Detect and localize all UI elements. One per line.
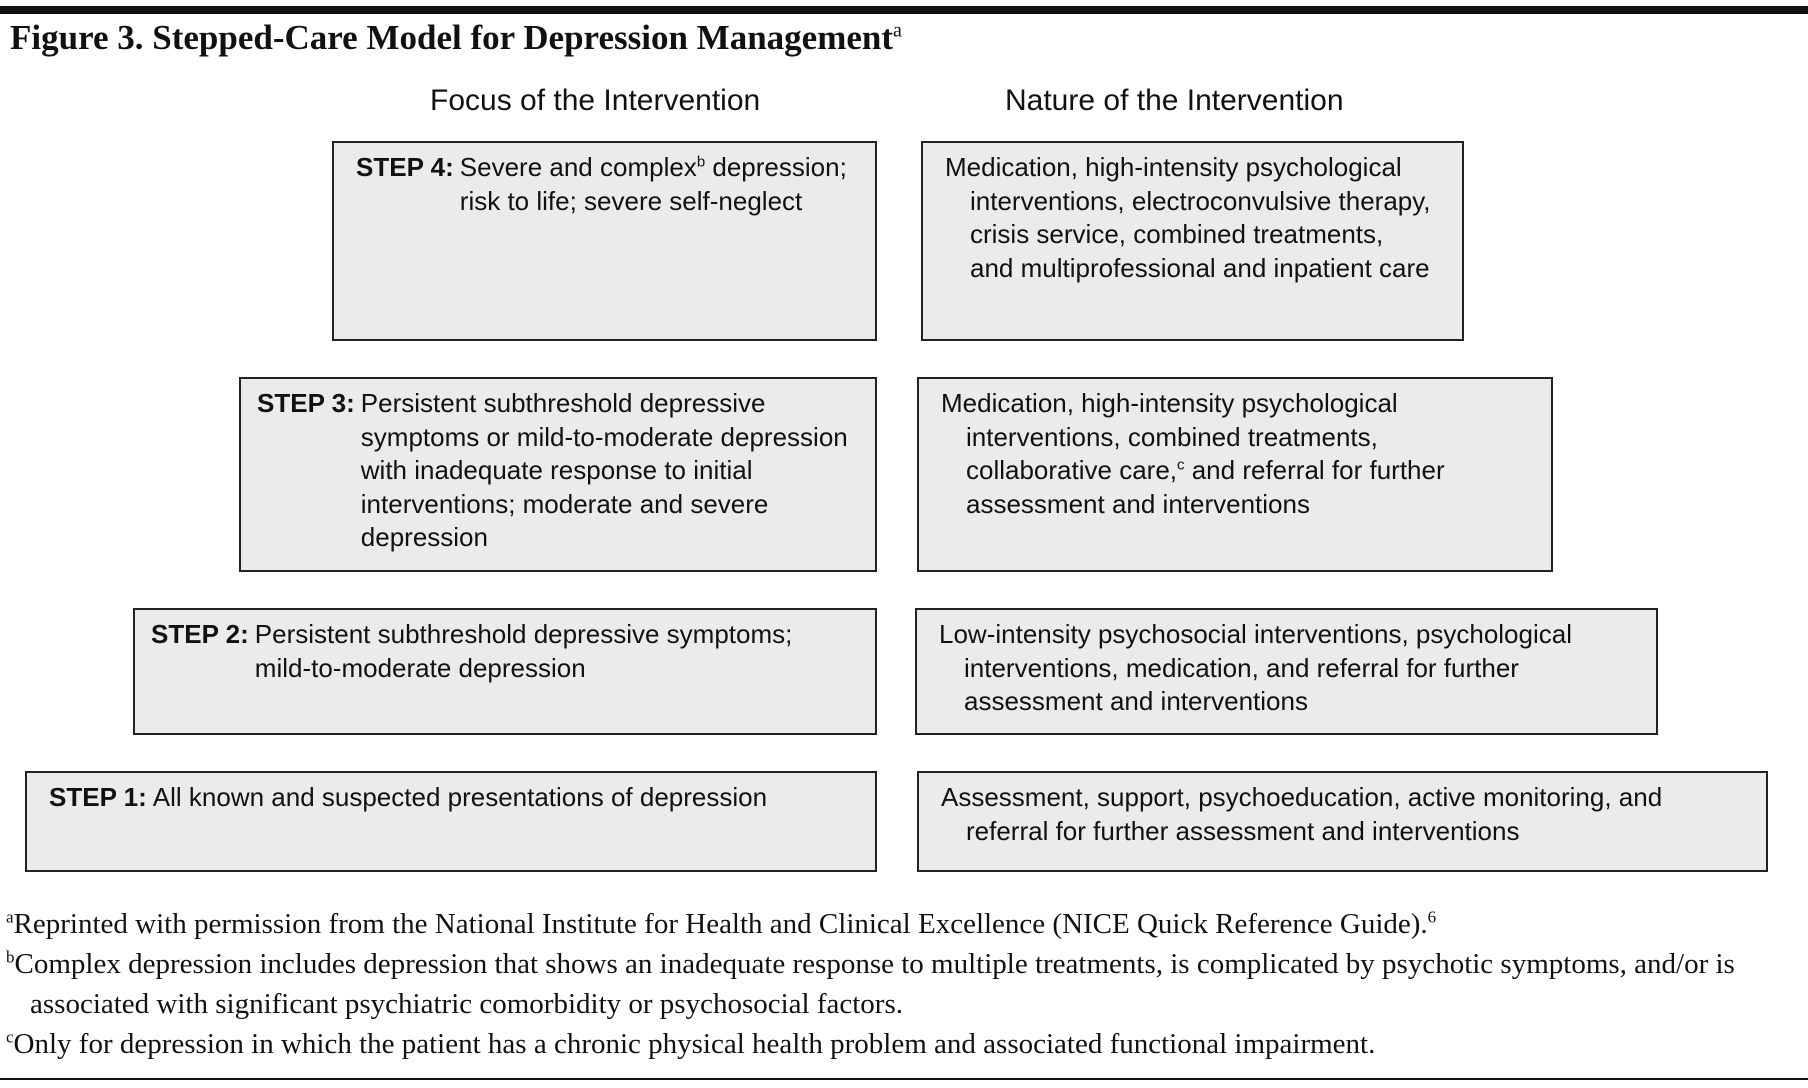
step4-focus-box: STEP 4: Severe and complexb depression; … [332,141,877,341]
step2-nature-box: Low-intensity psychosocial interventions… [915,608,1658,735]
step4-focus-text: Severe and complexb depression; risk to … [459,152,847,216]
footnote-marker-c: c [1177,456,1185,474]
title-footnote-marker: a [893,19,902,42]
step3-label: STEP 3: [257,388,355,418]
nature-column-header: Nature of the Intervention [1005,84,1344,117]
footnotes: aReprinted with permission from the Nati… [6,904,1786,1064]
step3-nature-text: Medication, high-intensity psychological… [941,388,1445,519]
footnote-a: aReprinted with permission from the Nati… [6,907,1437,940]
focus-column-header: Focus of the Intervention [430,84,761,117]
step4-nature-box: Medication, high-intensity psychological… [921,141,1464,341]
figure-title: Figure 3. Stepped-Care Model for Depress… [10,18,902,58]
step2-focus-box: STEP 2: Persistent subthreshold depressi… [133,608,877,735]
step3-focus-box: STEP 3: Persistent subthreshold depressi… [239,377,877,572]
step3-nature-box: Medication, high-intensity psychological… [917,377,1553,572]
step1-nature-text: Assessment, support, psychoeducation, ac… [941,782,1663,846]
step1-label: STEP 1: [49,782,147,812]
footnote-c: cOnly for depression in which the patien… [6,1027,1376,1060]
step4-label: STEP 4: [356,152,454,182]
footnote-marker-b: b [696,153,706,171]
step2-nature-text: Low-intensity psychosocial interventions… [939,619,1572,716]
step4-nature-text: Medication, high-intensity psychological… [945,152,1431,283]
step1-focus-text: All known and suspected presentations of… [152,782,768,812]
step2-focus-text: Persistent subthreshold depressive sympt… [254,619,793,683]
reference-number: 6 [1427,907,1437,927]
step1-nature-box: Assessment, support, psychoeducation, ac… [917,771,1768,872]
footnote-b: bComplex depression includes depression … [6,947,1735,1020]
step1-focus-box: STEP 1: All known and suspected presenta… [25,771,877,872]
bottom-rule [0,1078,1808,1080]
top-rule [0,6,1808,14]
step2-label: STEP 2: [151,619,249,649]
step3-focus-text: Persistent subthreshold depressive sympt… [360,388,848,552]
figure-title-text: Figure 3. Stepped-Care Model for Depress… [10,18,894,57]
